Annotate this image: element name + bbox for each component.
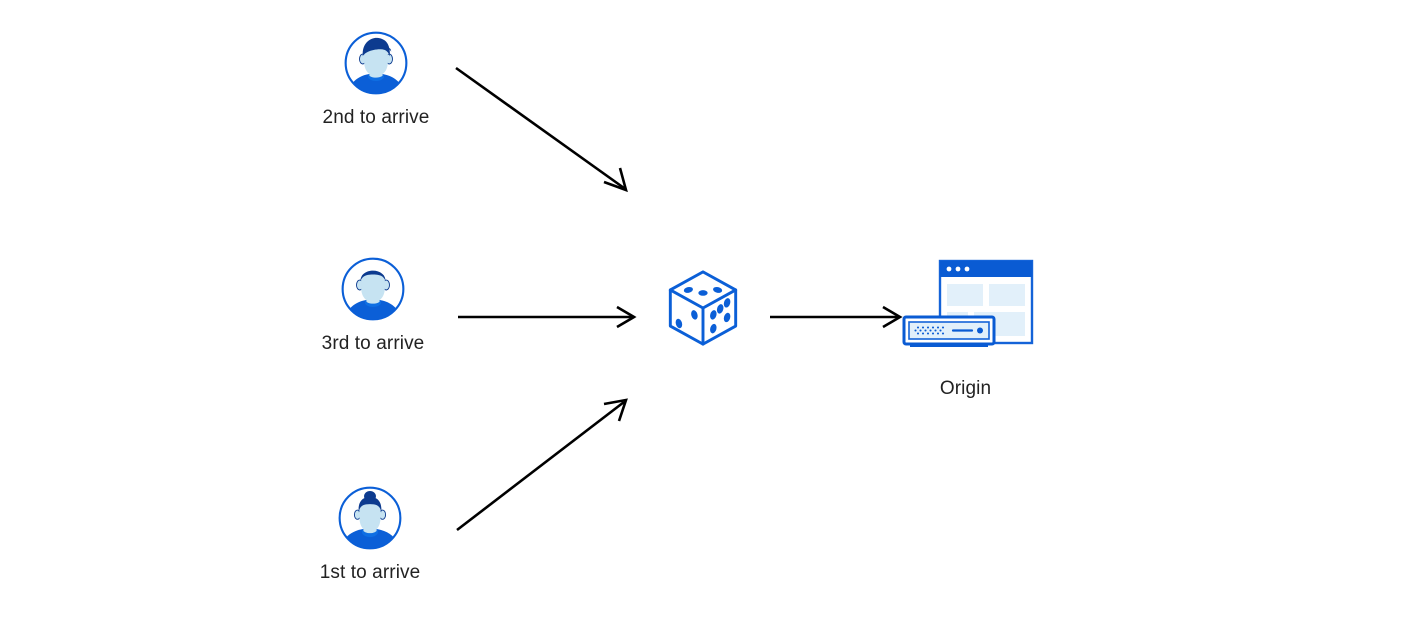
node-label: 3rd to arrive [321,333,425,354]
dice-top-pips [683,287,723,296]
node-origin[interactable]: Origin [893,255,1038,401]
server-appliance-icon [902,315,995,347]
node-person-3rd[interactable]: 3rd to arrive [308,256,438,356]
dice-icon [668,270,738,346]
node-label: 2nd to arrive [322,107,430,128]
dice-left-pips [675,310,698,329]
arrow-2nd-to-dice [455,66,628,193]
node-person-1st[interactable]: 1st to arrive [305,485,435,585]
node-label: 1st to arrive [319,562,421,583]
node-person-2nd[interactable]: 2nd to arrive [311,30,441,130]
user-avatar-icon [344,31,408,95]
arrow-3rd-to-dice [458,305,637,329]
dice-right-pips [710,298,731,334]
user-avatar-icon [338,486,402,550]
origin-server-icon [902,259,1033,347]
arrow-1st-to-dice [456,398,628,532]
node-label: Origin [939,378,992,399]
vent-dots [913,326,944,335]
user-avatar-icon [341,257,405,321]
node-dice[interactable] [655,265,751,361]
arrow-dice-to-origin [770,305,903,329]
